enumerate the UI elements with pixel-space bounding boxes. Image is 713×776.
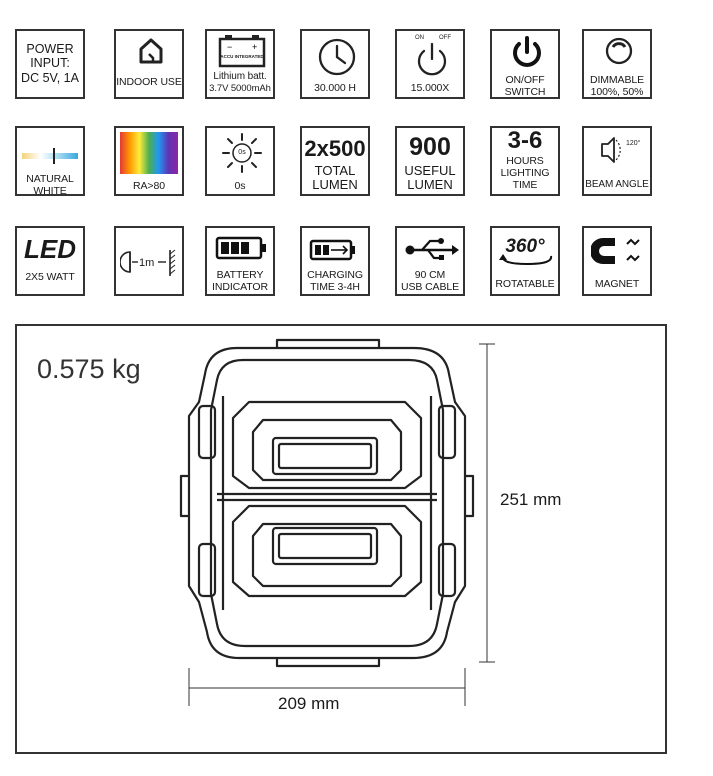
magnet-label: MAGNET: [594, 278, 640, 290]
lighting-time-value: 3-6: [507, 127, 543, 154]
clock-icon: [318, 38, 356, 76]
rotate-arrow-icon: [499, 254, 553, 266]
beam-angle-value: 120°: [626, 140, 641, 147]
instant-on-tile: 0s 0s: [205, 126, 275, 196]
distance-icon: [120, 249, 176, 276]
indoor-use-tile: INDOOR USE: [114, 29, 184, 99]
color-temperature-gradient: [22, 153, 78, 159]
usb-cable-tile: 90 CM USB CABLE: [395, 226, 465, 296]
distance-label: 1m: [139, 257, 155, 269]
height-dimension-label: 251 mm: [500, 490, 562, 509]
switch-cycles-label: 15.000X: [410, 82, 450, 94]
total-lumen-line-2: LUMEN: [312, 177, 358, 192]
beam-angle-label: BEAM ANGLE: [585, 179, 649, 190]
indoor-use-label: INDOOR USE: [116, 76, 182, 88]
switch-power-icon: [417, 42, 447, 76]
lifetime-label: 30.000 H: [314, 82, 356, 94]
useful-lumen-line-1: USEFUL: [404, 163, 456, 178]
dimmable-tile: DIMMABLE 100%, 50%: [582, 29, 652, 99]
width-dimension-label: 209 mm: [278, 694, 340, 713]
lifetime-tile: 30.000 H: [300, 29, 370, 99]
beam-angle-tile: 120° BEAM ANGLE: [582, 126, 652, 196]
off-text: OFF: [439, 35, 451, 41]
on-off-switch-tile: ON/OFF SWITCH: [490, 29, 560, 99]
usb-cable-line-2: USB CABLE: [400, 281, 460, 293]
work-light-drawing: [179, 338, 495, 706]
usb-cable-line-1: 90 CM: [414, 269, 446, 281]
svg-text:−: −: [227, 42, 232, 52]
lighting-time-line-3: TIME: [512, 179, 538, 191]
product-dimensions-panel: 0.575 kg: [15, 324, 667, 754]
battery-indicator-line-2: INDICATOR: [212, 281, 268, 293]
rotate-degrees: 360°: [505, 236, 545, 257]
spectrum-swatch: [120, 132, 178, 174]
natural-white-label: NATURAL WHITE: [26, 173, 74, 196]
lighting-time-line-2: LIGHTING: [500, 167, 550, 179]
switch-cycles-tile: ON OFF 15.000X: [395, 29, 465, 99]
charging-battery-icon: [309, 239, 355, 261]
charging-time-line-2: TIME 3-4H: [310, 281, 360, 293]
rotatable-label: ROTATABLE: [495, 278, 555, 290]
sun-icon: [222, 133, 262, 173]
power-button-icon: [513, 36, 541, 67]
battery-level-icon: [215, 236, 266, 260]
product-weight: 0.575 kg: [37, 354, 141, 384]
usb-icon: [405, 238, 459, 260]
total-lumen-value: 2x500: [304, 136, 366, 161]
on-off-label: ON/OFF SWITCH: [504, 74, 546, 98]
power-input-line-2: INPUT:: [30, 56, 70, 70]
natural-white-tile: NATURAL WHITE: [15, 126, 85, 196]
on-text: ON: [415, 35, 424, 41]
led-tile: LED 2X5 WATT: [15, 226, 85, 296]
color-temperature-marker: [53, 148, 55, 164]
battery-icon: − +: [218, 35, 266, 68]
distance-tile: 1m: [114, 226, 184, 296]
color-rendering-tile: RA>80: [114, 126, 184, 196]
battery-line-2: 3.7V 5000mAh: [209, 83, 271, 94]
charging-time-tile: CHARGING TIME 3-4H: [300, 226, 370, 296]
power-input-tile: POWER INPUT: DC 5V, 1A: [15, 29, 85, 99]
dimmer-knob-icon: [605, 37, 633, 65]
led-text: LED: [24, 234, 76, 264]
dimmable-label: DIMMABLE 100%, 50%: [589, 74, 645, 98]
svg-text:+: +: [252, 42, 257, 52]
magnet-icon: [591, 238, 640, 264]
total-lumen-tile: 2x500 TOTAL LUMEN: [300, 126, 370, 196]
power-input-line-1: POWER: [26, 42, 74, 56]
useful-lumen-tile: 900 USEFUL LUMEN: [395, 126, 465, 196]
sun-inner-text: 0s: [238, 149, 246, 156]
useful-lumen-value: 900: [409, 133, 451, 161]
beam-angle-icon: [601, 137, 621, 163]
color-rendering-label: RA>80: [133, 180, 165, 192]
power-input-line-3: DC 5V, 1A: [21, 71, 79, 85]
battery-line-1: Lithium batt.: [213, 71, 267, 82]
total-lumen-line-1: TOTAL: [314, 163, 356, 178]
led-wattage-label: 2X5 WATT: [25, 271, 75, 283]
battery-indicator-line-1: BATTERY: [216, 269, 264, 281]
instant-on-label: 0s: [234, 180, 246, 192]
lighting-time-line-1: HOURS: [506, 155, 544, 167]
useful-lumen-line-2: LUMEN: [407, 177, 453, 192]
magnet-tile: MAGNET: [582, 226, 652, 296]
battery-tile: − + ACCU INTEGRATED Lithium batt. 3.7V 5…: [205, 29, 275, 99]
house-icon: [139, 38, 163, 64]
rotatable-tile: 360° ROTATABLE: [490, 226, 560, 296]
charging-time-line-1: CHARGING: [307, 269, 363, 281]
battery-indicator-tile: BATTERY INDICATOR: [205, 226, 275, 296]
lighting-time-tile: 3-6 HOURS LIGHTING TIME: [490, 126, 560, 196]
accu-badge: ACCU INTEGRATED: [220, 54, 264, 59]
